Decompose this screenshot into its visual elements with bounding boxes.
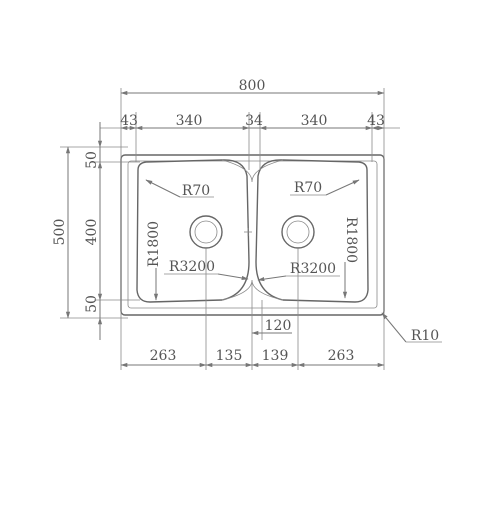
radius-right-corner-label: R70 [294,180,322,196]
dim-top-seg-2: 340 [176,113,203,129]
radius-left-corner-label: R70 [182,183,210,199]
radius-right-bottom: R3200 [257,261,340,282]
dim-rim-bottom-label: 50 [84,295,100,313]
extension-lines [60,88,385,370]
center-mark [244,228,252,236]
dim-top-segments: 43 340 34 340 43 [100,113,400,131]
dim-overall-height: 500 [52,146,71,319]
dim-overall-height-label: 500 [52,219,68,246]
dim-top-seg-5: 43 [367,113,385,129]
dim-bottom-segments: 263 135 139 263 [120,348,385,368]
dim-bottom-seg-1: 263 [150,348,177,364]
radius-right-bottom-label: R3200 [290,261,336,277]
radius-outer-corner-label: R10 [411,328,439,344]
dim-bottom-seg-2: 135 [216,348,243,364]
radius-right-side-label: R1800 [343,217,359,263]
dim-inner-height: 400 [84,161,103,301]
left-bowl [136,159,250,303]
dim-rim-top-label: 50 [84,151,100,169]
radius-outer-corner: R10 [381,312,442,344]
radius-left-corner: R70 [145,179,214,199]
right-drain [281,215,315,249]
dim-center-gap: 120 [251,318,292,336]
dim-rim-bottom: 50 [84,295,103,340]
center-divider [221,159,284,301]
dim-top-seg-1: 43 [120,113,138,129]
radius-right-side: R1800 [342,217,359,299]
radius-left-side: R1800 [146,221,162,301]
dim-bottom-seg-3: 139 [262,348,289,364]
dim-overall-width-label: 800 [239,78,266,94]
dim-top-seg-3: 34 [245,113,263,129]
dim-inner-height-label: 400 [84,219,100,246]
radius-left-bottom-label: R3200 [169,259,215,275]
dim-rim-top: 50 [84,122,103,169]
right-bowl [255,159,369,303]
radius-right-corner: R70 [290,179,360,196]
radius-left-bottom: R3200 [164,259,249,281]
dim-overall-width: 800 [120,78,385,96]
dim-center-gap-label: 120 [265,318,292,334]
dim-top-seg-4: 340 [301,113,328,129]
radius-left-side-label: R1800 [146,221,162,267]
dim-bottom-seg-4: 263 [328,348,355,364]
left-drain [189,215,223,249]
